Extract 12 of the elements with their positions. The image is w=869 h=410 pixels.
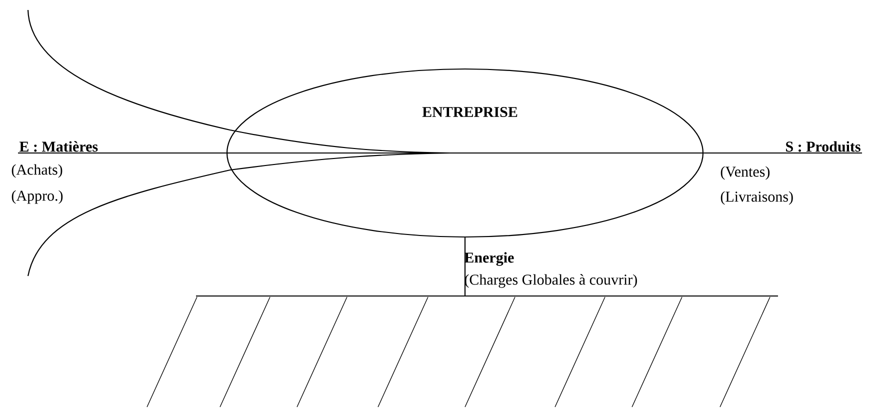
note-text: (Ventes) <box>720 166 770 180</box>
flow-line <box>464 238 466 296</box>
flow-line <box>704 152 862 154</box>
output-label: S : Produits <box>786 141 860 152</box>
flow-line <box>18 152 226 154</box>
input-label: E : Matières <box>19 141 98 152</box>
note-text: (Livraisons) <box>720 191 793 205</box>
note-text: (Charges Globales à couvrir) <box>464 274 637 288</box>
note-text: (Appro.) <box>12 190 63 204</box>
note-text: Energie <box>464 252 514 266</box>
ground-drawing <box>146 295 779 408</box>
note-text: (Achats) <box>12 164 62 178</box>
